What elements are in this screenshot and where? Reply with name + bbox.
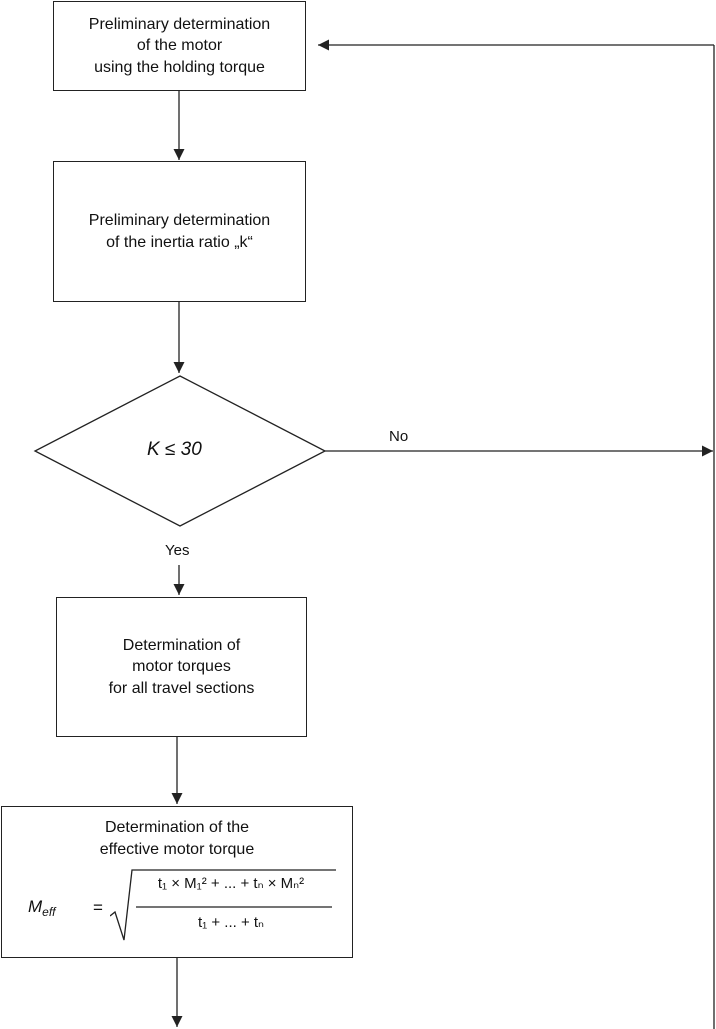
decision-yes-label: Yes (165, 542, 190, 559)
box4-line2: effective motor torque (99, 840, 255, 858)
decision-no-label: No (389, 428, 409, 445)
box-inertia-ratio: Preliminary determination of the inertia… (53, 161, 306, 302)
box1-line1: Preliminary determination (88, 15, 271, 33)
formula-equals: = (93, 898, 103, 917)
effective-torque-formula: Meff = t₁ × M₁² + ... + tₙ × Mₙ² t₁ + ..… (28, 866, 338, 948)
box4-line1: Determination of the (104, 819, 250, 836)
box3-line2: motor torques (132, 658, 231, 676)
box2-line2: of the inertia ratio „k“ (106, 233, 253, 251)
formula-lhs-subscript: eff (42, 905, 56, 919)
box3-line1: Determination of (122, 636, 241, 654)
formula-lhs-symbol: M (28, 897, 43, 916)
formula-denominator: t₁ + ... + tₙ (197, 914, 265, 931)
decision-diamond (33, 375, 327, 527)
box1-line3: using the holding torque (94, 58, 265, 76)
box-effective-torque: Determination of the effective motor tor… (1, 806, 353, 958)
decision-condition: K ≤ 30 (147, 439, 202, 460)
radical-sign (110, 869, 336, 941)
box-motor-torques: Determination of motor torques for all t… (56, 597, 307, 737)
formula-lhs: Meff (28, 897, 56, 919)
box2-line1: Preliminary determination (88, 212, 271, 229)
formula-numerator: t₁ × M₁² + ... + tₙ × Mₙ² (157, 875, 305, 892)
box3-line3: for all travel sections (108, 679, 255, 697)
box-holding-torque: Preliminary determination of the motor u… (53, 1, 306, 91)
box1-line2: of the motor (136, 37, 223, 55)
